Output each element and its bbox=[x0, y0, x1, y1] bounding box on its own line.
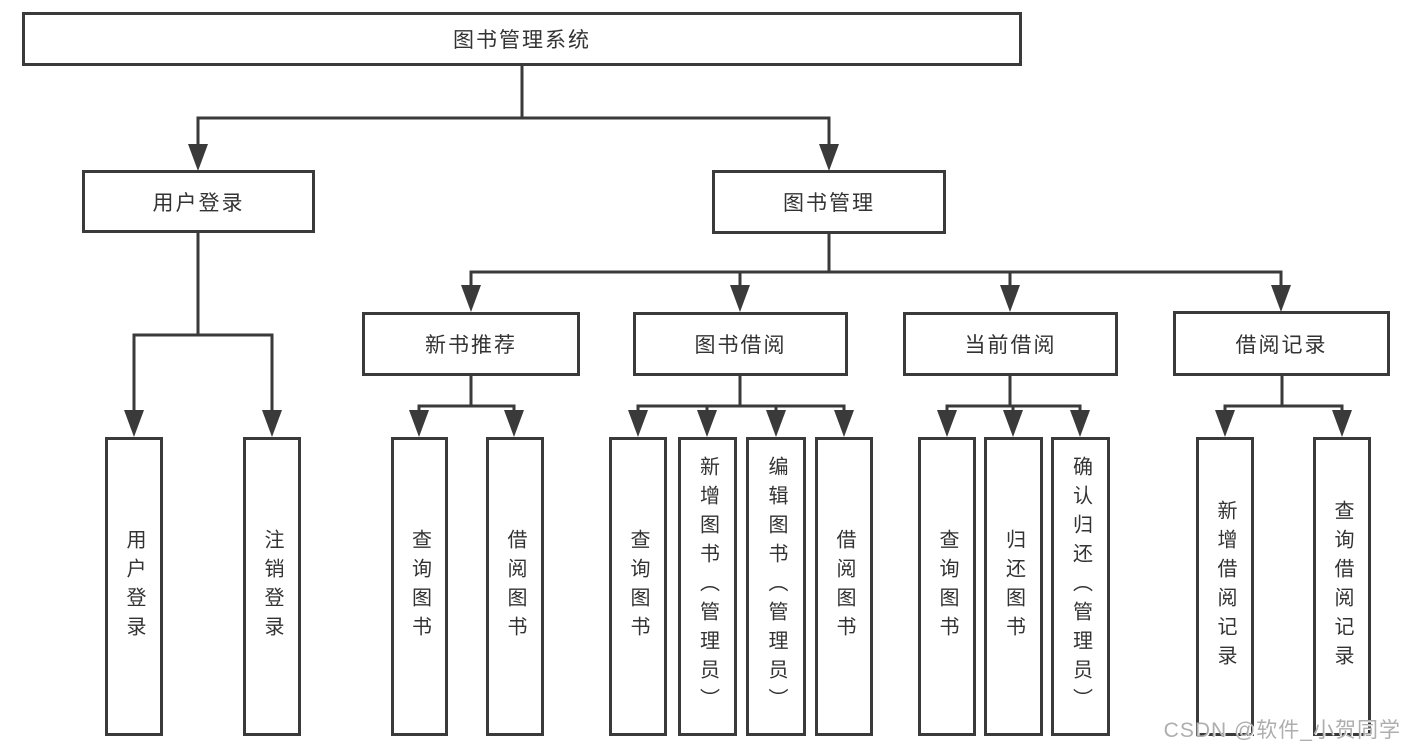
csdn-watermark: CSDN @软件_小贺同学 bbox=[1163, 719, 1401, 742]
edge-recommend-to-leaves bbox=[417, 374, 516, 418]
node-label: 图书管理 bbox=[783, 192, 875, 215]
node-current-borrowing: 当前借阅 bbox=[903, 312, 1118, 376]
node-library-management-system: 图书管理系统 bbox=[22, 12, 1022, 66]
node-label: 借阅记录 bbox=[1235, 333, 1328, 357]
leaf-borrow-books: 借阅图书 bbox=[815, 437, 873, 736]
node-label: 查询借阅记录 bbox=[1331, 499, 1353, 674]
node-label: 归还图书 bbox=[1002, 528, 1025, 645]
node-label: 图书借阅 bbox=[694, 334, 787, 357]
leaf-logout: 注销登录 bbox=[243, 437, 301, 736]
node-book-borrowing: 图书借阅 bbox=[633, 312, 848, 376]
leaf-add-books-admin: 新增图书（管理员） bbox=[678, 437, 737, 736]
arrowheads bbox=[124, 144, 1352, 437]
node-label: 编辑图书（管理员） bbox=[765, 456, 787, 717]
node-label: 查询图书 bbox=[936, 528, 958, 645]
node-label: 查询图书 bbox=[408, 528, 431, 645]
node-label: 图书管理系统 bbox=[453, 29, 591, 52]
node-label: 用户登录 bbox=[152, 191, 245, 215]
leaf-confirm-return-admin: 确认归还（管理员） bbox=[1051, 437, 1110, 736]
leaf-query-books-current: 查询图书 bbox=[918, 437, 976, 736]
node-label: 新增借阅记录 bbox=[1214, 499, 1236, 674]
node-label: 新增图书（管理员） bbox=[696, 456, 719, 717]
edge-borrowing-to-leaves bbox=[636, 374, 846, 418]
node-label: 借阅图书 bbox=[504, 528, 526, 645]
node-label: 新书推荐 bbox=[425, 334, 517, 357]
node-label: 确认归还（管理员） bbox=[1069, 456, 1092, 717]
leaf-edit-books-admin: 编辑图书（管理员） bbox=[746, 437, 806, 736]
leaf-return-books: 归还图书 bbox=[984, 437, 1043, 736]
leaf-add-borrow-record: 新增借阅记录 bbox=[1196, 437, 1254, 736]
leaf-query-borrow-record: 查询借阅记录 bbox=[1313, 437, 1371, 736]
edge-records-to-leaves bbox=[1223, 374, 1344, 418]
leaf-user-login: 用户登录 bbox=[105, 437, 163, 736]
node-new-book-recommend: 新书推荐 bbox=[362, 312, 580, 376]
edge-root-to-level2 bbox=[196, 64, 831, 152]
leaf-query-books-borrowing: 查询图书 bbox=[609, 437, 667, 736]
node-label: 借阅图书 bbox=[833, 528, 855, 645]
node-label: 注销登录 bbox=[261, 528, 283, 645]
edge-bookmgmt-to-level3 bbox=[469, 232, 1283, 293]
node-borrowing-records: 借阅记录 bbox=[1173, 311, 1390, 376]
node-label: 当前借阅 bbox=[964, 334, 1057, 357]
node-user-login: 用户登录 bbox=[82, 170, 315, 233]
leaf-query-books-recommend: 查询图书 bbox=[391, 437, 448, 736]
leaf-borrow-books-recommend: 借阅图书 bbox=[486, 437, 544, 736]
node-book-management: 图书管理 bbox=[712, 170, 946, 234]
edge-userlogin-to-leaves bbox=[132, 231, 274, 418]
node-label: 查询图书 bbox=[627, 528, 649, 645]
node-label: 用户登录 bbox=[123, 528, 145, 645]
